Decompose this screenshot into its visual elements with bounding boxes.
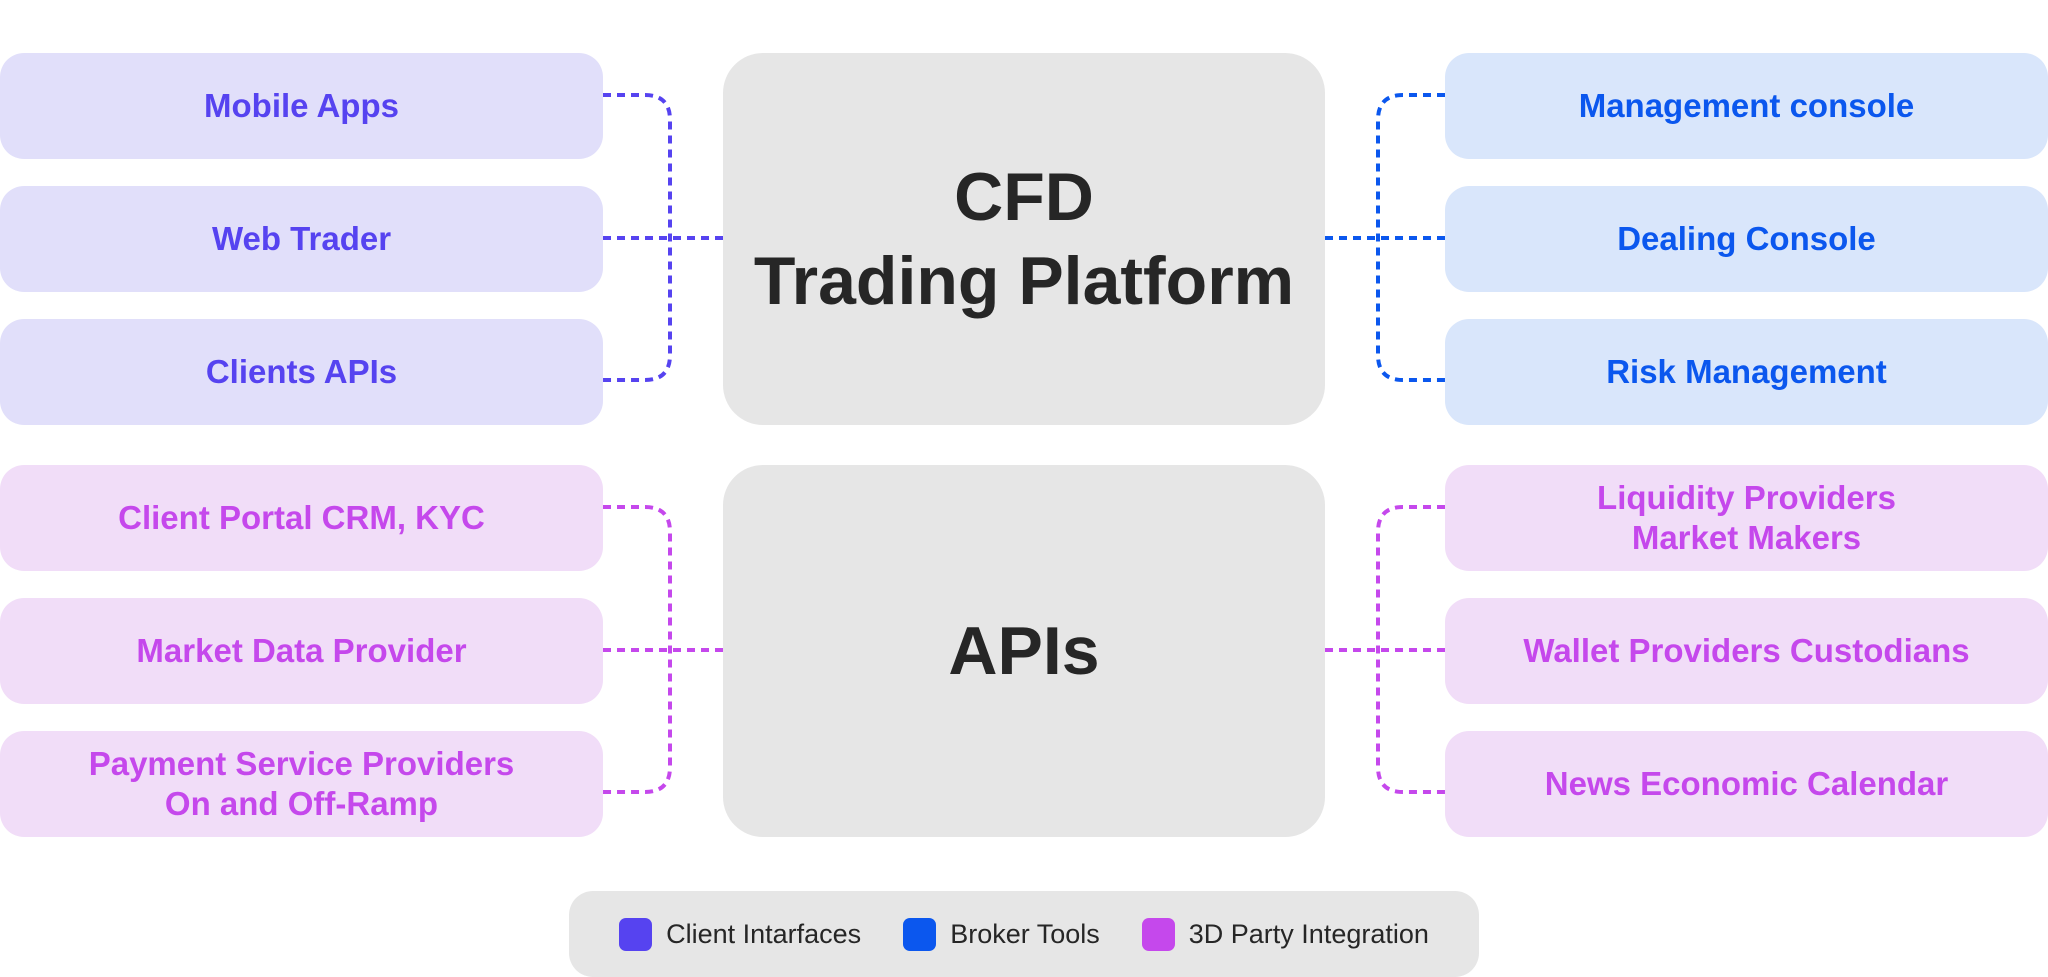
clients-apis-box: Clients APIs bbox=[0, 319, 603, 425]
apis-title: APIs bbox=[948, 613, 1100, 689]
web-trader-box: Web Trader bbox=[0, 186, 603, 292]
legend-swatch-party bbox=[1141, 917, 1175, 951]
payment-service-providers-box: Payment Service Providers On and Off-Ram… bbox=[0, 731, 603, 837]
liquidity-providers-label-line1: Liquidity Providers bbox=[1597, 479, 1896, 516]
legend-label-broker: Broker Tools bbox=[950, 918, 1100, 949]
legend-item-broker: Broker Tools bbox=[903, 917, 1100, 951]
clients-apis-label: Clients APIs bbox=[205, 353, 398, 390]
mobile-apps-label: Mobile Apps bbox=[204, 87, 399, 124]
payment-service-providers-label-line1: Payment Service Providers bbox=[88, 745, 515, 782]
legend-item-client: Client Intarfaces bbox=[619, 917, 862, 951]
legend: Client Intarfaces Broker Tools 3D Party … bbox=[569, 891, 1479, 977]
news-economic-calendar-label: News Economic Calendar bbox=[1544, 765, 1949, 802]
wallet-providers-box: Wallet Providers Custodians bbox=[1445, 598, 2048, 704]
legend-swatch-client bbox=[619, 917, 653, 951]
market-data-provider-label: Market Data Provider bbox=[136, 632, 467, 669]
client-portal-box: Client Portal CRM, KYC bbox=[0, 465, 603, 571]
payment-service-providers-label-line2: On and Off-Ramp bbox=[164, 785, 439, 822]
risk-management-label: Risk Management bbox=[1606, 353, 1887, 390]
liquidity-providers-box: Liquidity Providers Market Makers bbox=[1445, 465, 2048, 571]
party-left-connectors bbox=[603, 505, 723, 794]
party-right-connectors bbox=[1325, 505, 1445, 794]
dealing-console-box: Dealing Console bbox=[1445, 186, 2048, 292]
legend-label-party: 3D Party Integration bbox=[1188, 918, 1429, 949]
wallet-providers-label: Wallet Providers Custodians bbox=[1523, 632, 1970, 669]
client-connectors bbox=[603, 93, 723, 382]
market-data-provider-box: Market Data Provider bbox=[0, 598, 603, 704]
client-portal-label: Client Portal CRM, KYC bbox=[118, 499, 485, 536]
legend-swatch-broker bbox=[903, 917, 937, 951]
mobile-apps-box: Mobile Apps bbox=[0, 53, 603, 159]
apis-box: APIs bbox=[723, 465, 1325, 837]
management-console-label: Management console bbox=[1578, 87, 1915, 124]
news-economic-calendar-box: News Economic Calendar bbox=[1445, 731, 2048, 837]
broker-connectors bbox=[1325, 93, 1445, 382]
risk-management-box: Risk Management bbox=[1445, 319, 2048, 425]
platform-title-line1: CFD bbox=[954, 159, 1094, 235]
management-console-box: Management console bbox=[1445, 53, 2048, 159]
trading-platform-box: CFD Trading Platform bbox=[723, 53, 1325, 425]
web-trader-label: Web Trader bbox=[211, 220, 392, 257]
liquidity-providers-label-line2: Market Makers bbox=[1631, 519, 1862, 556]
legend-label-client: Client Intarfaces bbox=[666, 918, 862, 949]
platform-title-line2: Trading Platform bbox=[753, 243, 1295, 319]
dealing-console-label: Dealing Console bbox=[1617, 220, 1876, 257]
legend-item-party: 3D Party Integration bbox=[1141, 917, 1429, 951]
